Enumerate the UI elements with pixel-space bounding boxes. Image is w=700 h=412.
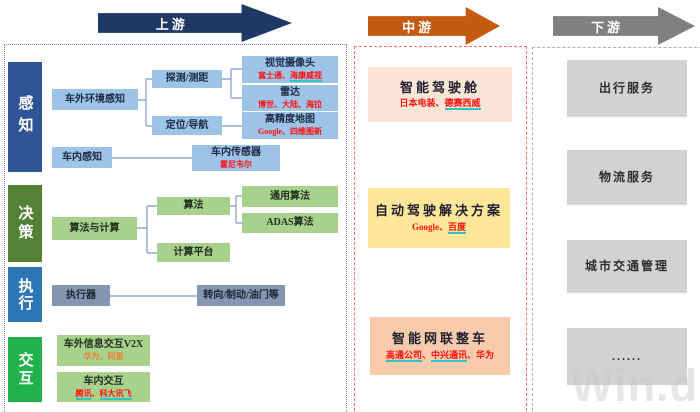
node-adas-algorithm-label: ADAS算法	[266, 217, 314, 228]
row-label-execution: 执行	[8, 267, 42, 322]
node-travel-service: 出行服务	[567, 60, 687, 117]
node-positioning: 定位/导航	[152, 116, 222, 135]
node-actuation-types-label: 转向/制动/油门等	[203, 289, 279, 301]
node-camera: 视觉摄像头 富士通、海康威视	[242, 56, 338, 83]
node-logistics-service-label: 物流服务	[598, 170, 655, 185]
upstream-arrow-label: 上游	[155, 16, 188, 32]
midstream-section-border	[354, 46, 527, 412]
node-smart-cockpit: 智能驾驶舱 日本电装、德赛西威	[368, 67, 512, 122]
node-hd-map-companies: Google、四维图新	[258, 127, 322, 137]
node-algorithm-label: 算法	[183, 200, 204, 211]
node-actuator-label: 执行器	[66, 289, 96, 301]
node-internal-perception: 车内感知	[52, 147, 112, 168]
node-general-algorithm-label: 通用算法	[270, 190, 310, 202]
node-positioning-label: 定位/导航	[165, 119, 209, 131]
node-internal-perception-label: 车内感知	[62, 151, 102, 163]
downstream-arrow-label: 下游	[590, 19, 623, 35]
row-label-perception: 感知	[8, 62, 42, 172]
node-computing-platform: 计算平台	[157, 243, 230, 262]
upstream-section-border	[4, 44, 347, 412]
node-actuator: 执行器	[52, 285, 110, 306]
node-hd-map-label: 高精度地图	[265, 114, 315, 126]
node-connected-vehicle-companies: 高通公司、中兴通讯、华为	[385, 349, 495, 362]
node-in-car-interaction: 车内交互 腾讯、科大讯飞	[57, 372, 150, 402]
node-v2x: 车外信息交互V2X 华为、阿里	[57, 335, 150, 366]
node-hd-map: 高精度地图 Google、四维图新	[242, 112, 338, 139]
node-actuation-types: 转向/制动/油门等	[197, 285, 285, 306]
node-internal-sensor-label: 车内传感器	[211, 146, 261, 158]
wind-watermark: Win.d	[571, 360, 699, 411]
node-computing-platform-label: 计算平台	[173, 246, 214, 258]
node-city-traffic-management-label: 城市交通管理	[584, 259, 669, 274]
node-connected-vehicle: 智能网联整车 高通公司、中兴通讯、华为	[370, 317, 510, 375]
midstream-arrow-label: 中游	[402, 19, 435, 35]
node-radar-label: 雷达	[280, 86, 300, 98]
node-in-car-interaction-label: 车内交互	[83, 375, 124, 387]
node-in-car-interaction-companies: 腾讯、科大讯飞	[75, 388, 132, 400]
node-algorithm: 算法	[157, 197, 230, 215]
node-detection: 探测/测距	[152, 70, 222, 88]
node-ad-solution: 自动驾驶解决方案 Google、百度	[368, 188, 510, 248]
node-algo-computing: 算法与计算	[52, 217, 137, 240]
node-logistics-service: 物流服务	[567, 150, 687, 205]
node-radar: 雷达 博世、大陆、海拉	[242, 85, 338, 111]
node-ad-solution-companies: Google、百度	[411, 221, 466, 234]
node-algo-computing-label: 算法与计算	[69, 222, 120, 234]
node-external-perception-label: 车外环境感知	[65, 93, 125, 105]
node-smart-cockpit-label: 智能驾驶舱	[399, 79, 480, 95]
node-detection-label: 探测/测距	[165, 73, 209, 84]
row-label-decision: 决策	[8, 185, 42, 262]
node-city-traffic-management: 城市交通管理	[567, 240, 687, 293]
node-external-perception: 车外环境感知	[52, 89, 138, 110]
row-label-interaction: 交互	[8, 337, 42, 402]
node-camera-label: 视觉摄像头	[265, 58, 315, 70]
node-travel-service-label: 出行服务	[598, 81, 655, 96]
node-ellipsis: ......	[567, 328, 687, 385]
node-smart-cockpit-companies: 日本电装、德赛西威	[399, 98, 481, 111]
node-radar-companies: 博世、大陆、海拉	[258, 99, 322, 109]
downstream-section-border	[532, 47, 700, 412]
node-ellipsis-label: ......	[612, 349, 642, 364]
node-internal-sensor-companies: 霍尼韦尔	[220, 159, 252, 169]
node-v2x-label: 车外信息交互V2X	[63, 339, 144, 351]
node-adas-algorithm: ADAS算法	[242, 213, 338, 233]
node-ad-solution-label: 自动驾驶解决方案	[374, 203, 503, 219]
node-internal-sensor: 车内传感器 霍尼韦尔	[192, 145, 280, 171]
node-camera-companies: 富士通、海康威视	[258, 71, 322, 83]
node-v2x-companies: 华为、阿里	[83, 352, 124, 362]
node-general-algorithm: 通用算法	[242, 186, 338, 207]
node-connected-vehicle-label: 智能网联整车	[391, 331, 488, 347]
